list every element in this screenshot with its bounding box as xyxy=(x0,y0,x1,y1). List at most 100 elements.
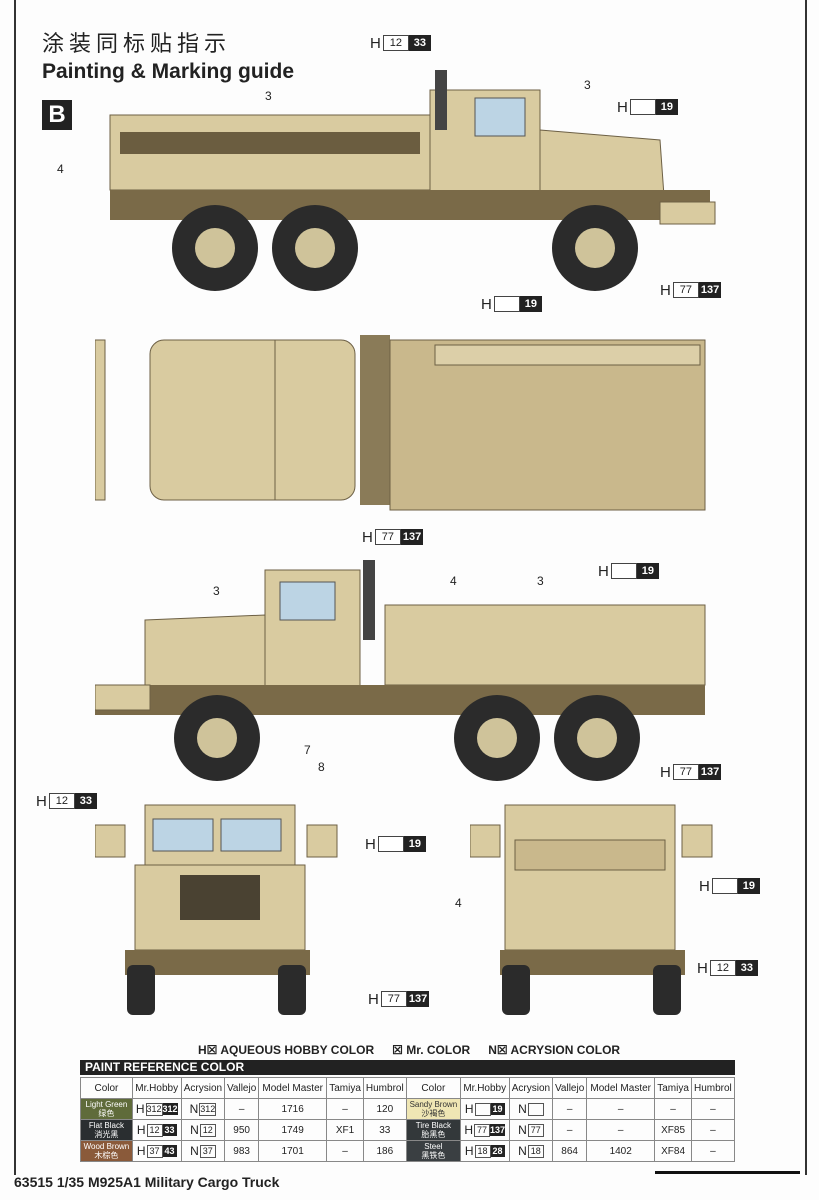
truck-rear-view xyxy=(470,804,713,1015)
acrysion-code: 312 xyxy=(199,1102,217,1116)
mr-color-code: 19 xyxy=(490,1103,505,1115)
legend-mr-color: ☒ Mr. COLOR xyxy=(392,1043,471,1057)
decal-number: 4 xyxy=(450,574,457,588)
color-name: Flat Black xyxy=(88,1121,124,1130)
color-name: Sandy Brown xyxy=(409,1100,458,1109)
legend-acrysion: N☒ ACRYSION COLOR xyxy=(488,1043,621,1057)
callout-mr-color-code: 19 xyxy=(636,563,659,579)
acrysion-code: 77 xyxy=(527,1123,544,1137)
callout-mr-color-code: 137 xyxy=(698,764,722,780)
column-header: Model Master xyxy=(257,1077,328,1099)
title-chinese: 涂装同标贴指示 xyxy=(42,32,232,57)
decal-number: 3 xyxy=(537,574,544,588)
mr-color-code: 43 xyxy=(162,1145,177,1157)
column-header: Acrysion xyxy=(180,1077,226,1099)
tamiya-cell: XF85 xyxy=(654,1119,692,1141)
vallejo-cell: – xyxy=(552,1098,587,1120)
aqueous-code xyxy=(474,1102,491,1116)
acrysion-code: 12 xyxy=(199,1123,216,1137)
vallejo-cell: 983 xyxy=(224,1140,259,1162)
callout-aqueous-code xyxy=(629,99,656,115)
callout-prefix: H xyxy=(36,792,47,810)
callout-prefix: H xyxy=(481,295,492,313)
aqueous-code: 37 xyxy=(146,1144,163,1158)
scheme-badge: B xyxy=(42,100,72,130)
mm-cell: 1749 xyxy=(257,1119,328,1141)
color-name: Tire Black xyxy=(415,1121,451,1130)
color-name: Wood Brown xyxy=(83,1142,130,1151)
decal-number: 3 xyxy=(265,89,272,103)
callout-aqueous-code: 77 xyxy=(374,529,401,545)
vallejo-cell: – xyxy=(552,1119,587,1141)
color-name-cn: 木棕色 xyxy=(94,1151,119,1160)
vallejo-cell: 864 xyxy=(552,1140,587,1162)
callout-mr-color-code: 19 xyxy=(655,99,678,115)
mm-cell: 1402 xyxy=(585,1140,656,1162)
footer-bar xyxy=(655,1171,800,1174)
truck-front-view xyxy=(95,804,338,1015)
footer-title: 63515 1/35 M925A1 Military Cargo Truck xyxy=(14,1174,280,1190)
column-header: Color xyxy=(80,1077,133,1099)
callout-aqueous-code xyxy=(610,563,637,579)
right-border xyxy=(805,0,807,1175)
callout-mr-color-code: 137 xyxy=(406,991,430,1007)
tamiya-cell: – xyxy=(326,1098,364,1120)
truck-left-side-view xyxy=(109,70,716,291)
acrysion-code: 37 xyxy=(199,1144,216,1158)
callout-aqueous-code: 77 xyxy=(672,282,699,298)
aqueous-code: 12 xyxy=(146,1123,163,1137)
left-border xyxy=(14,0,16,1175)
callout-prefix: H xyxy=(699,877,710,895)
page-title: Painting & Marking guide xyxy=(42,60,295,83)
tamiya-cell: – xyxy=(326,1140,364,1162)
acrysion-code xyxy=(527,1102,544,1116)
callout-mr-color-code: 33 xyxy=(74,793,97,809)
callout-mr-color-code: 19 xyxy=(403,836,426,852)
vallejo-cell: – xyxy=(224,1098,259,1120)
humbrol-cell: – xyxy=(690,1140,736,1162)
table-title: PAINT REFERENCE COLOR xyxy=(80,1060,735,1075)
color-name: Light Green xyxy=(85,1100,128,1109)
column-header: Vallejo xyxy=(552,1077,587,1099)
callout-aqueous-code xyxy=(377,836,404,852)
color-name-cn: 消光黑 xyxy=(94,1130,119,1139)
humbrol-cell: 33 xyxy=(362,1119,407,1141)
mr-color-code: 312 xyxy=(162,1103,178,1115)
callout-mr-color-code: 19 xyxy=(519,296,542,312)
callout-prefix: H xyxy=(660,763,671,781)
truck-top-view xyxy=(95,335,706,511)
acrysion-cell: N xyxy=(508,1098,554,1120)
color-name-cn: 黑铁色 xyxy=(421,1151,446,1160)
decal-number: 4 xyxy=(455,896,462,910)
aqueous-code: 18 xyxy=(474,1144,491,1158)
acrysion-code-wrap: N xyxy=(518,1102,544,1116)
column-header: Humbrol xyxy=(362,1077,407,1099)
